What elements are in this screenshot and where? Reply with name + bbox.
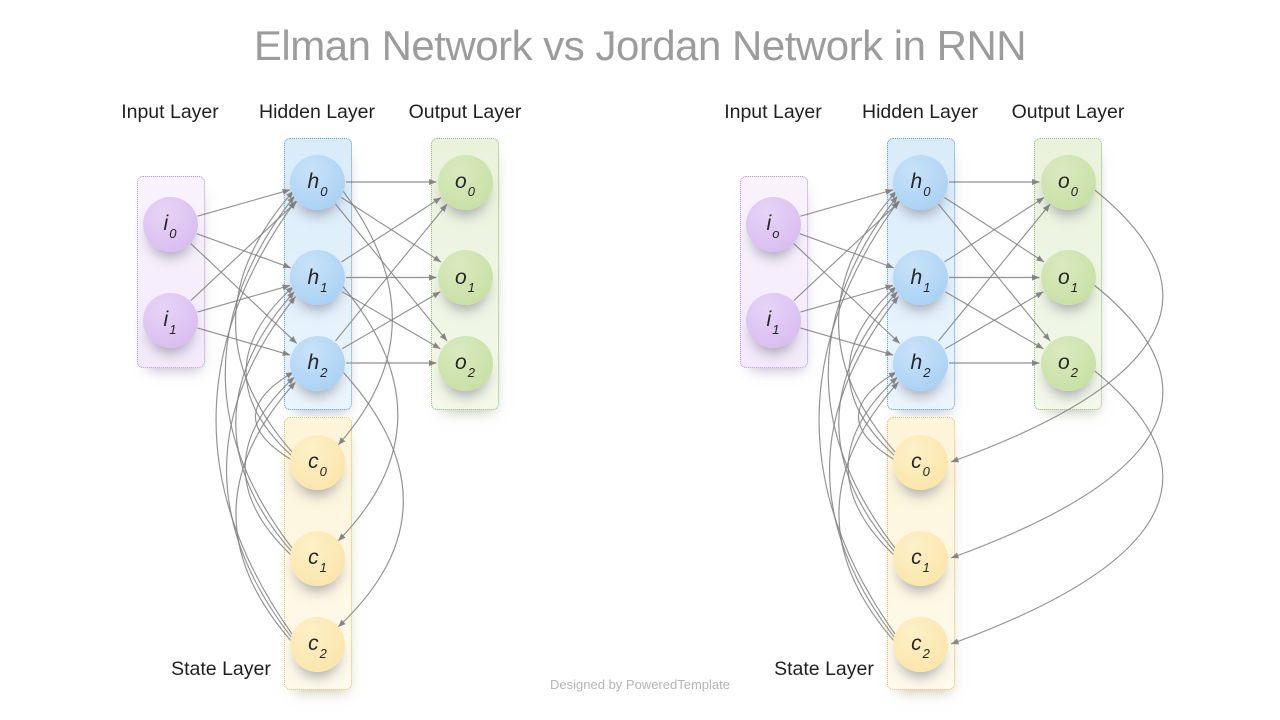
node-elman-o0: o0 [437, 154, 493, 210]
output-layer-label: Output Layer [1011, 101, 1125, 123]
input-layer-label: Input Layer [121, 101, 219, 123]
node-label: o0 [1058, 170, 1078, 200]
node-label: c2 [911, 632, 930, 662]
node-jordan-c0: c0 [893, 434, 948, 490]
hidden-layer-label: Hidden Layer [862, 101, 978, 123]
node-label: io [766, 212, 780, 242]
node-label: h0 [307, 170, 328, 200]
node-jordan-o1: o1 [1040, 250, 1096, 305]
state-layer-label: State Layer [774, 658, 874, 680]
node-label: h2 [910, 351, 931, 381]
node-elman-i1: i1 [142, 292, 198, 348]
node-jordan-c1: c1 [893, 530, 948, 586]
node-elman-h0: h0 [290, 154, 345, 210]
node-label: h2 [307, 351, 328, 381]
node-label: c2 [308, 632, 327, 662]
node-jordan-i0: io [745, 196, 801, 252]
node-jordan-h0: h0 [893, 154, 948, 210]
node-elman-h1: h1 [290, 250, 345, 305]
node-label: c0 [308, 450, 327, 480]
node-label: h1 [910, 265, 931, 295]
node-label: i1 [766, 308, 780, 338]
node-elman-c0: c0 [290, 434, 345, 490]
node-elman-i0: i0 [142, 196, 198, 252]
node-elman-o2: o2 [437, 335, 493, 391]
node-label: i1 [163, 308, 177, 338]
node-label: c1 [911, 546, 930, 576]
input-layer-label: Input Layer [724, 101, 822, 123]
output-layer-label: Output Layer [408, 101, 522, 123]
node-label: o1 [1058, 265, 1078, 295]
node-elman-h2: h2 [290, 335, 345, 391]
diagram-elman: Input Layer Hidden Layer Output Layer St… [121, 101, 522, 690]
slide-title: Elman Network vs Jordan Network in RNN [253, 22, 1027, 69]
node-label: o1 [455, 265, 475, 295]
hidden-layer-label: Hidden Layer [259, 101, 375, 123]
node-jordan-h2: h2 [893, 335, 948, 391]
state-layer-label: State Layer [171, 658, 271, 680]
node-jordan-h1: h1 [893, 250, 948, 305]
node-label: h0 [910, 170, 931, 200]
node-label: o2 [1058, 351, 1078, 381]
node-label: i0 [163, 212, 177, 242]
diagram-jordan: Input Layer Hidden Layer Output Layer St… [603, 0, 1280, 720]
node-label: o2 [455, 351, 475, 381]
node-label: c0 [911, 450, 930, 480]
node-elman-c1: c1 [290, 530, 345, 586]
node-jordan-o0: o0 [1040, 154, 1096, 210]
credit-text: Designed by PoweredTemplate [550, 677, 730, 692]
node-label: h1 [307, 265, 328, 295]
node-label: c1 [308, 546, 327, 576]
node-elman-o1: o1 [437, 250, 493, 305]
node-elman-c2: c2 [290, 616, 345, 672]
node-jordan-i1: i1 [745, 292, 801, 348]
node-jordan-c2: c2 [893, 616, 948, 672]
node-label: o0 [455, 170, 475, 200]
node-jordan-o2: o2 [1040, 335, 1096, 391]
